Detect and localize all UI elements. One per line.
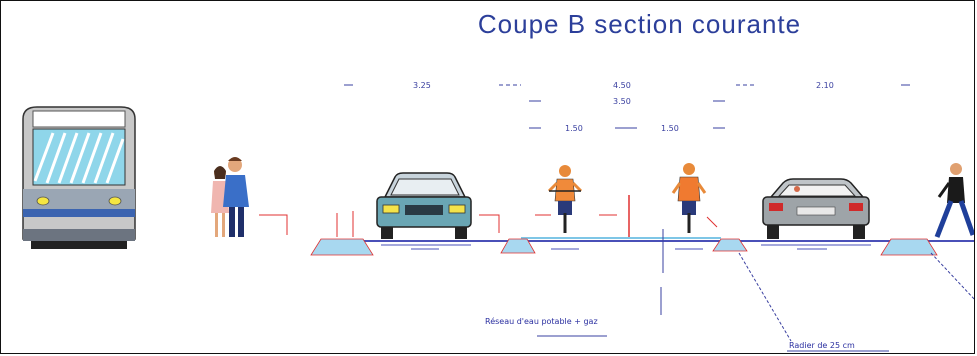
cyclist-2 (671, 163, 707, 233)
note-network: Réseau d'eau potable + gaz (485, 316, 598, 326)
pedestrian-walking (934, 163, 974, 238)
dimension-label-3: 2.10 (816, 81, 834, 90)
note-radier: Radier de 25 cm (789, 341, 855, 350)
tram-illustration (22, 106, 136, 249)
dimension-row-1: 3.25 4.50 2.10 (344, 81, 910, 90)
leader-lines (738, 252, 974, 342)
dimension-label-5: 1.50 (565, 124, 583, 133)
dimension-label-6: 1.50 (661, 124, 679, 133)
cyclist-1 (547, 165, 583, 233)
dimension-label-4: 3.50 (613, 97, 631, 106)
dimension-label-1: 3.25 (413, 81, 431, 90)
diagram-title: Coupe B section courante (477, 9, 802, 39)
car-rear-grey (762, 178, 870, 239)
curb-left (310, 238, 374, 256)
dimension-row-3: 1.50 1.50 (529, 124, 725, 133)
dimension-label-2: 4.50 (613, 81, 631, 90)
curb-center-right (712, 238, 748, 252)
road-surface (321, 237, 974, 250)
car-front-teal (376, 172, 472, 239)
center-axis (660, 229, 664, 315)
dimension-row-2: 3.50 (529, 97, 725, 106)
curb-right (880, 238, 938, 256)
pedestrians-couple (211, 157, 249, 237)
curb-center-left (500, 238, 536, 254)
level-markers (259, 195, 718, 237)
